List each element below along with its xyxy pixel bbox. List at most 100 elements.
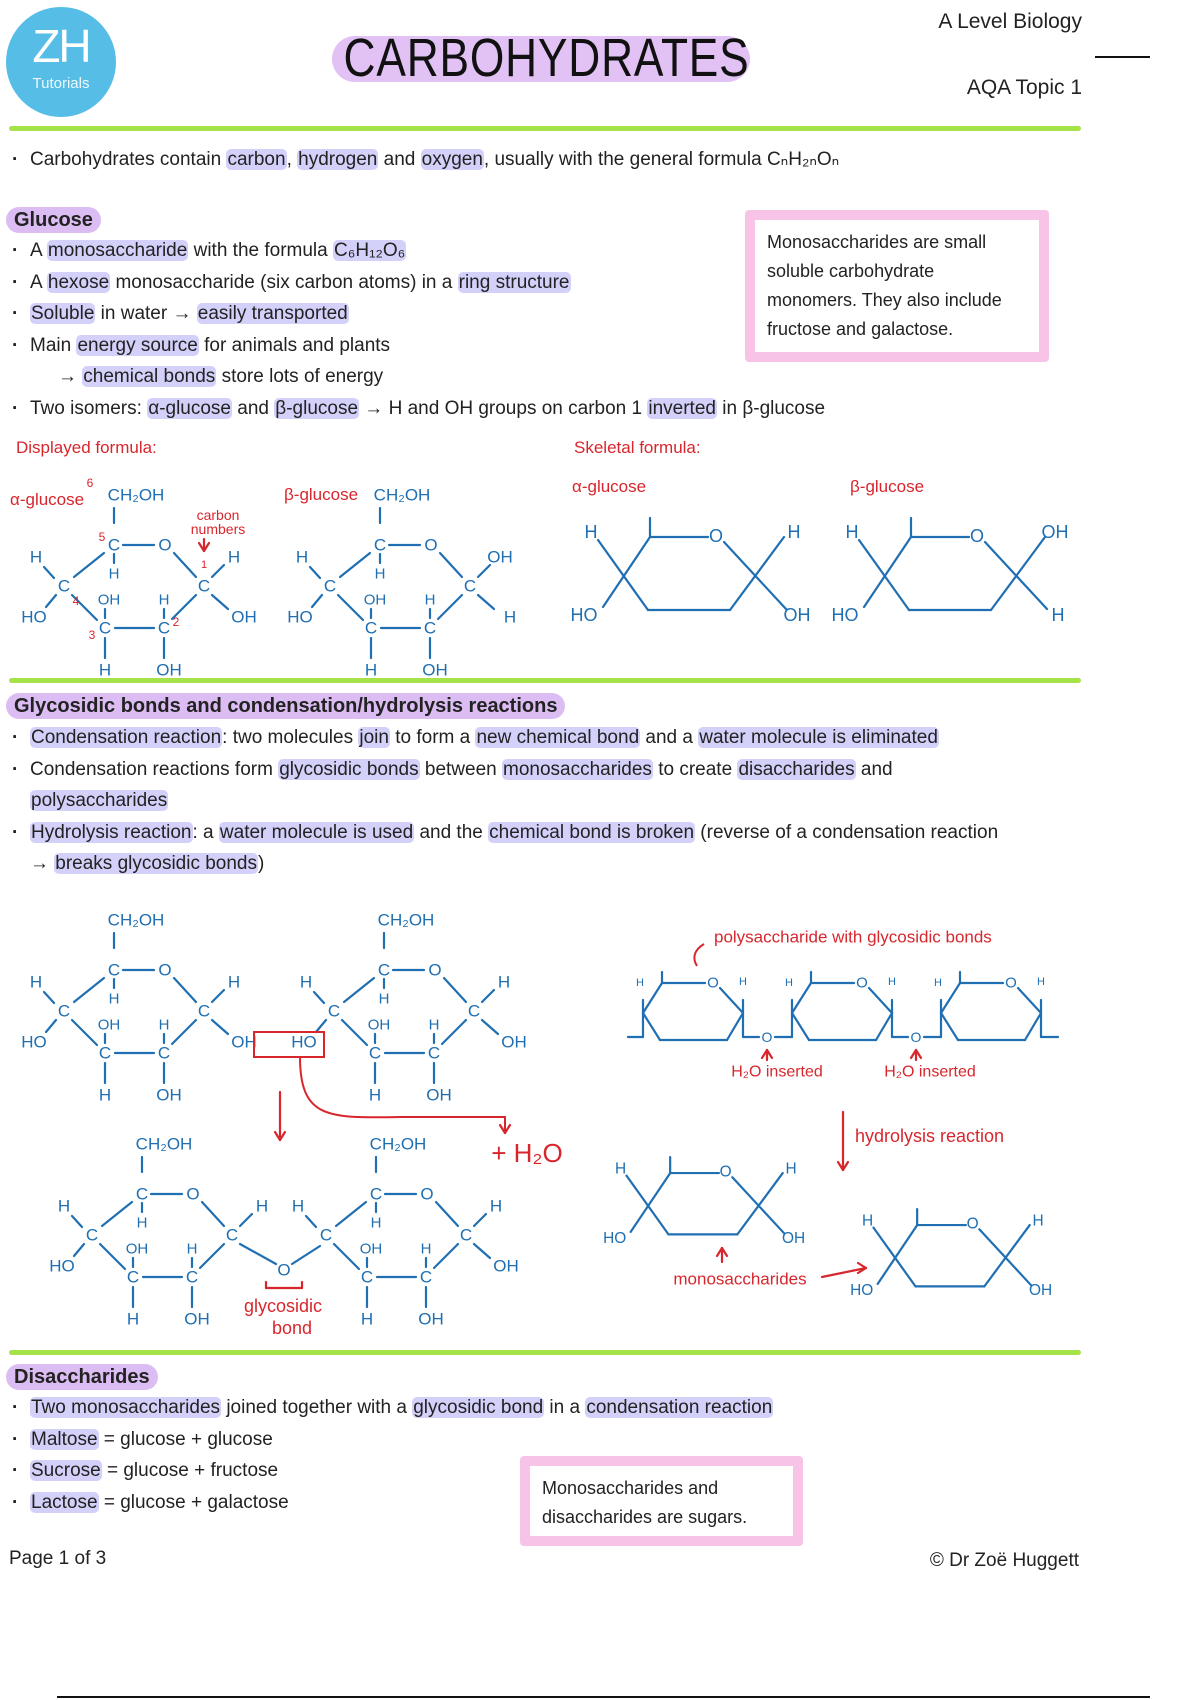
atom-label: CH₂OH xyxy=(108,486,165,505)
title-highlight xyxy=(332,36,750,82)
atom-label: H xyxy=(187,1241,198,1258)
atom-label: C xyxy=(369,1044,381,1063)
text-segment: A xyxy=(30,240,47,261)
atom-label: C xyxy=(58,577,70,596)
highlighted-term: C₆H₁₂O₆ xyxy=(333,240,407,261)
atom-label: C xyxy=(136,1185,148,1204)
atom-label: H xyxy=(99,661,111,680)
highlighted-term: monosaccharides xyxy=(502,758,653,780)
atom-label: H xyxy=(365,661,377,680)
atom-label: OH xyxy=(360,1241,383,1258)
atom-label: H xyxy=(498,973,510,992)
bond-line xyxy=(210,593,230,611)
monosaccharides-label: monosaccharides xyxy=(673,1270,806,1289)
carbon-number: 5 xyxy=(99,530,106,544)
arrow-head xyxy=(498,1123,507,1135)
text-segment: , usually with the general formula CₙH₂ₙ… xyxy=(483,149,840,170)
note-text: Monosaccharides are small soluble carboh… xyxy=(767,232,1002,339)
arrow-head xyxy=(197,541,206,553)
text-segment: and xyxy=(232,397,275,419)
atom-label: H xyxy=(504,608,516,627)
atom-label: H xyxy=(429,1017,440,1034)
bond-line xyxy=(98,1242,127,1271)
arrow-head xyxy=(278,1130,287,1142)
bond-line xyxy=(725,1011,745,1042)
bond-line xyxy=(72,976,106,1004)
atom-label: C xyxy=(127,1268,139,1287)
bond-line xyxy=(290,1244,322,1266)
text-segment: , xyxy=(286,149,298,170)
atom-label: H xyxy=(228,973,240,992)
atom-label: O xyxy=(420,1185,433,1204)
highlighted-term: water molecule is eliminated xyxy=(698,727,939,748)
hydrolysis-label: hydrolysis reaction xyxy=(855,1126,1004,1146)
carbon-number: 6 xyxy=(87,476,94,490)
atom-label: O xyxy=(709,526,723,546)
text-segment: (reverse of a condensation reaction → xyxy=(30,821,999,875)
atom-label: OH xyxy=(418,1310,444,1329)
arrow-head xyxy=(273,1130,282,1142)
bond-line xyxy=(434,1200,460,1228)
atom-label: H xyxy=(109,566,120,583)
bond-line xyxy=(238,1242,278,1266)
bond-line xyxy=(334,1200,368,1228)
copyright: © Dr Zoë Huggett xyxy=(929,1550,1079,1571)
highlighted-term: polysaccharides xyxy=(30,790,169,812)
glycosidic-bond-label: glycosidic xyxy=(244,1296,322,1316)
arrow-head xyxy=(841,1160,850,1172)
bond-line xyxy=(728,535,786,612)
highlighted-term: energy source xyxy=(76,334,199,356)
atom-label: OH xyxy=(1042,522,1069,542)
glucose-list: A monosaccharide with the formula C₆H₁₂O… xyxy=(8,235,1088,425)
arrow-head xyxy=(503,1123,512,1135)
atom-label: OH xyxy=(368,1017,391,1034)
text-segment: for animals and plants xyxy=(198,334,391,356)
atom-label: C xyxy=(420,1268,432,1287)
atom-label: C xyxy=(468,1002,480,1021)
atom-label: C xyxy=(328,1002,340,1021)
atom-label: H xyxy=(369,1086,381,1105)
atom-label: C xyxy=(226,1226,238,1245)
bond-line xyxy=(42,565,56,580)
text-segment: to create xyxy=(652,758,738,780)
bond-line xyxy=(472,1242,492,1260)
arrow-head xyxy=(760,1048,769,1060)
atom-label: HO xyxy=(21,1033,47,1052)
atom-label: H xyxy=(256,1197,268,1216)
highlighted-term: Condensation reaction xyxy=(30,727,223,748)
atom-label: HO xyxy=(571,605,598,625)
atom-label: O xyxy=(277,1261,290,1280)
highlighted-term: hydrogen xyxy=(297,149,379,170)
atom-label: C xyxy=(99,1044,111,1063)
bond-line xyxy=(876,1223,919,1285)
bond-line xyxy=(198,1242,226,1270)
bond-line xyxy=(641,981,664,1015)
atom-label: O xyxy=(911,1029,922,1045)
atom-label: C xyxy=(378,961,390,980)
section-heading-disaccharides: Disaccharides xyxy=(6,1364,158,1390)
bond-line xyxy=(70,1214,84,1229)
bond-line xyxy=(480,1018,500,1036)
list-item: Hydrolysis reaction: a water molecule is… xyxy=(8,817,1008,880)
atom-label: OH xyxy=(493,1257,519,1276)
atom-label: CH₂OH xyxy=(108,911,165,930)
text-segment: in a xyxy=(544,1397,586,1418)
atom-label: O xyxy=(967,1216,979,1233)
carbon-number: 4 xyxy=(73,594,80,608)
atom-label: HO xyxy=(49,1257,75,1276)
list-item: Carbohydrates contain carbon, hydrogen a… xyxy=(8,144,1108,176)
bond-line xyxy=(601,535,652,609)
carbon-number: 3 xyxy=(89,628,96,642)
atom-label: H xyxy=(425,592,436,609)
section-heading-glycosidic: Glycosidic bonds and condensation/hydrol… xyxy=(6,693,566,719)
atom-label: C xyxy=(361,1268,373,1287)
curved-arrow xyxy=(299,1056,506,1133)
atom-label: H xyxy=(934,977,942,989)
atom-label: H xyxy=(58,1197,70,1216)
list-item: → chemical bonds store lots of energy xyxy=(8,361,1088,393)
highlighted-term: Lactose xyxy=(30,1491,99,1513)
atom-label: CH₂OH xyxy=(374,486,431,505)
list-item: A monosaccharide with the formula C₆H₁₂O… xyxy=(8,235,1088,267)
bond-line xyxy=(442,976,468,1004)
atom-label: O xyxy=(707,975,719,992)
